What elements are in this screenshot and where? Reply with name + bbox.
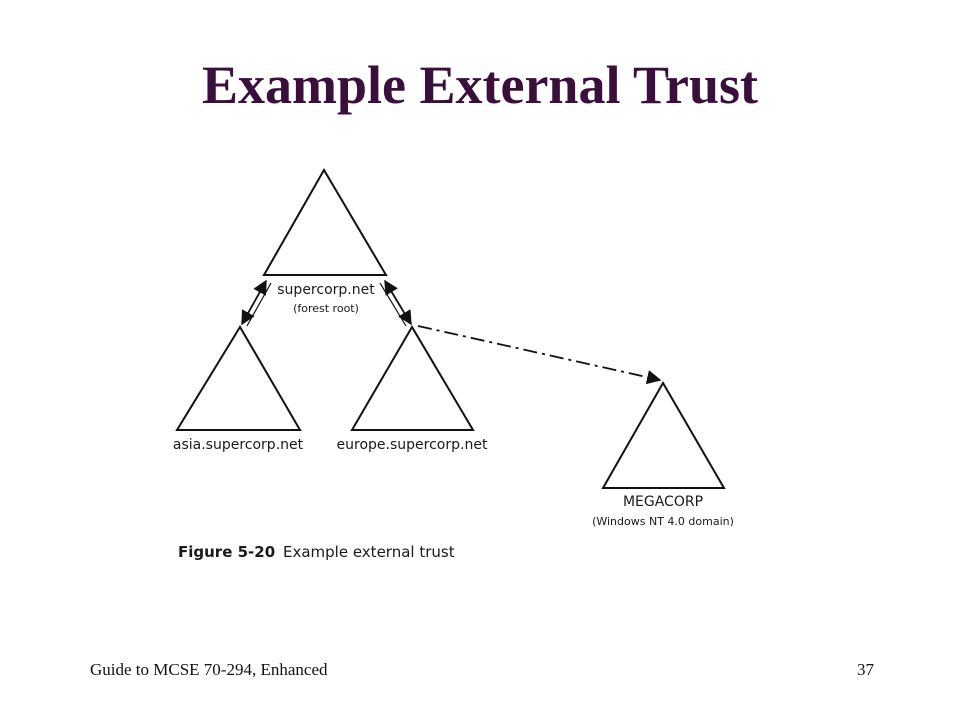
megacorp-domain-triangle [601,380,726,489]
external-trust-arrow [417,325,662,385]
root-domain-triangle [262,168,388,276]
megacorp-domain-label: MEGACORP [623,494,703,510]
page-number: 37 [857,660,874,679]
asia-domain-label: asia.supercorp.net [173,437,304,453]
megacorp-domain-sublabel: (Windows NT 4.0 domain) [592,515,734,528]
trust-root-europe [379,279,412,327]
asia-domain-triangle [175,325,302,431]
root-domain-label: supercorp.net [277,282,375,298]
europe-domain-label: europe.supercorp.net [337,437,488,453]
europe-domain-triangle [350,325,475,431]
figure-caption-text: Example external trust [283,543,455,561]
root-domain-sublabel: (forest root) [293,302,359,315]
footer-course-title: Guide to MCSE 70-294, Enhanced [90,660,328,679]
trust-root-asia [241,279,272,327]
slide-title: Example External Trust [201,55,758,115]
figure-caption-number: Figure 5-20 [178,543,275,561]
